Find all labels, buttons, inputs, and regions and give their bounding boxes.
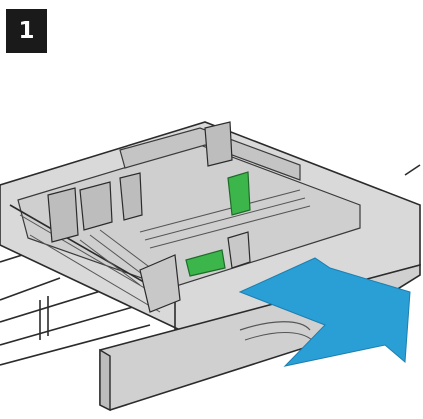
pull-out-arrow	[238, 257, 411, 367]
green-guide-levers	[185, 171, 251, 277]
frame-line-right	[404, 164, 421, 176]
step-number: 1	[18, 18, 35, 44]
step-number-badge: 1	[6, 9, 47, 53]
